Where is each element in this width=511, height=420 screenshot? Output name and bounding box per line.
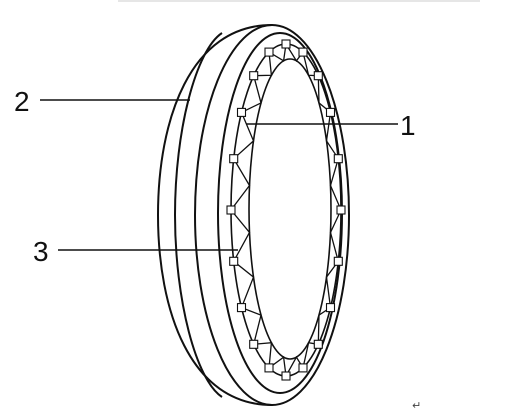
tooth-segment: [249, 71, 259, 81]
tooth-segment: [281, 39, 291, 49]
callout-3-label: 3: [33, 236, 49, 267]
tooth-segment: [249, 339, 259, 349]
tooth-segment: [229, 154, 239, 164]
tooth-segment: [236, 303, 247, 313]
tooth-segment: [236, 107, 247, 117]
tooth-segment: [313, 71, 323, 81]
callout-2-label: 2: [14, 86, 30, 117]
tooth-segment: [281, 371, 291, 381]
teeth-group: [226, 39, 346, 381]
inner-band-inner-edge: [248, 58, 332, 360]
tooth-segment: [298, 363, 308, 373]
outer-ring-back-edge: [156, 24, 273, 406]
tooth-segment: [264, 363, 274, 373]
tooth-segment: [313, 339, 323, 349]
outer-ring: [156, 24, 350, 406]
tooth-segment: [298, 47, 308, 57]
tooth-segment: [264, 47, 274, 57]
tooth-segment: [336, 205, 346, 215]
tooth-segment: [325, 303, 336, 313]
inner-band: [230, 43, 342, 377]
inner-band-outer-edge: [230, 43, 342, 377]
tooth-segment: [333, 154, 343, 164]
tooth-segment: [229, 256, 239, 266]
tooth-segment: [325, 107, 336, 117]
tooth-segment: [333, 256, 343, 266]
callout-1-label: 1: [400, 110, 416, 141]
tooth-segment: [226, 205, 236, 215]
return-mark: ↵: [412, 399, 421, 412]
outer-ring-thickness: [173, 32, 223, 398]
